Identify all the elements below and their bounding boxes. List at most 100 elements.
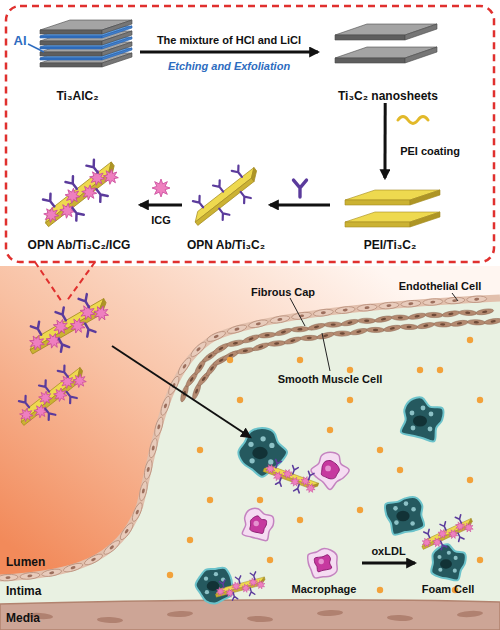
endothelial-cell [467,295,487,303]
antibody-icon [65,176,80,192]
smooth-muscle-cell [340,332,345,334]
process-note: Etching and Exfoliation [168,60,290,72]
smooth-muscle-cell [390,327,396,330]
smooth-muscle-cell [442,310,461,318]
endothelial-cell [248,319,269,330]
antibody-icon [237,189,251,203]
stage-node: Ti₃C₂ nanosheets [318,18,458,103]
smooth-muscle-cell [364,320,369,322]
icg-dye [41,204,62,225]
oxldl-particle [347,397,353,403]
antibody-icon [93,186,108,202]
foam-cell [268,459,273,464]
oxldl-particle [187,537,193,543]
smooth-muscle-cell [381,317,387,320]
antibody-icon [65,176,80,192]
endothelial-cell [124,528,129,534]
endothelial-cell [206,330,227,344]
oxldl-particle [257,497,263,503]
nanoprobe [184,159,267,234]
oxldl-particle [327,427,333,433]
endothelial-cell [138,480,149,501]
antibody-icon [276,477,284,486]
smooth-muscle-cell [374,315,393,324]
foam-cell [252,447,267,459]
layer-label: Media [6,612,40,625]
antibody-icon [69,205,84,221]
sheet-layer [40,42,132,56]
icg-dye [281,468,293,480]
endothelial-cell [163,403,167,409]
foam-cell [385,497,424,535]
smooth-muscle-cell [324,322,342,328]
max-phase-stack [40,20,132,67]
smooth-muscle-cell [258,345,264,349]
smooth-muscle-cell [417,321,436,329]
smooth-muscle-cell [209,366,214,372]
antibody-icon [39,380,53,394]
smooth-muscle-cell [323,334,329,338]
nanoprobe [417,511,478,556]
endothelial-cell [423,298,443,306]
icg-dye [462,521,475,534]
endothelial-cell [364,306,369,309]
foam-cell [428,427,433,432]
endothelial-cell [189,340,208,358]
sheet-layer [410,212,440,227]
antibody-icon [55,336,69,351]
smooth-muscle-cell [226,339,245,348]
antibody-icon [276,477,284,486]
antibody-icon [79,294,93,309]
antibody-icon [306,471,314,480]
foam-cell [205,590,209,594]
oxldl-particle [267,557,273,563]
foam-cell [413,415,427,426]
media-muscle-cell [457,610,483,618]
endothelial-cell [153,416,165,437]
smooth-muscle-cell [290,339,296,343]
media-muscle-cell [167,610,193,617]
endothelial-cell [386,304,391,307]
endothelial-cell [213,334,219,339]
sheet-layer [40,31,132,45]
foam-cell [454,556,458,560]
antibody-icon [273,459,281,468]
arrow-label: The mixture of HCl and LiCl [157,34,301,46]
antibody-icon [273,459,281,468]
antibody-icon [58,366,72,380]
foam-cell [437,555,441,559]
macrophage-cell [321,461,339,479]
cell-node: Foam Cell [415,545,481,595]
smooth-muscle-cell [248,337,254,341]
smooth-muscle-cell [459,310,477,316]
nanoprobe [20,288,116,365]
endothelial-cell [0,574,18,582]
media-muscle-cell [97,617,123,624]
macrophage-cell [325,466,331,472]
nanoprobe [191,168,258,223]
endothelial-cell [474,298,479,301]
macrophage-cell [242,508,273,540]
icg-dye [91,303,112,324]
endothelial-cell [27,574,32,577]
node-caption: Ti₃AlC₂ [57,90,99,103]
smooth-muscle-cell [201,376,206,382]
icg-dye [272,470,284,482]
smooth-muscle-cell [251,341,270,352]
cell-node: Macrophage [286,545,362,595]
intima-plaque [0,298,500,606]
smooth-muscle-cell [274,327,293,337]
antibody-icon [43,194,58,210]
arrow-label: oxLDL [371,545,405,557]
smooth-muscle-cell [283,336,302,346]
antibody-icon [294,180,307,197]
antibody-icon [250,572,257,580]
smooth-muscle-cell [425,312,443,318]
smooth-muscle-cell [267,340,285,347]
endothelial-cell [321,311,326,314]
smooth-muscle-cell [347,321,353,324]
endothelial-cell [83,552,104,567]
endothelial-cell [159,395,172,416]
endothelial-cell [401,300,421,308]
media-muscle-cell [247,615,273,622]
